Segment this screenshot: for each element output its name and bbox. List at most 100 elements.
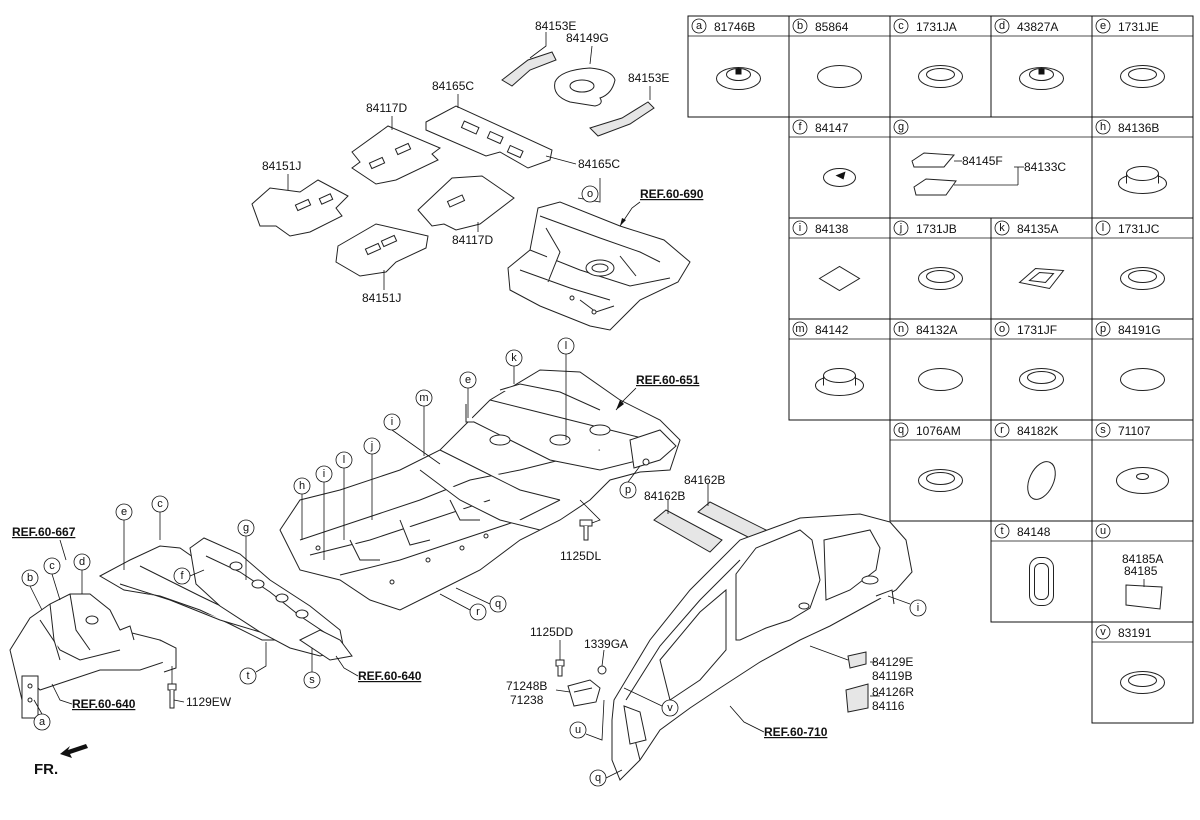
cell-letter-circle	[792, 321, 808, 337]
pad-84151j-bottom	[335, 223, 429, 277]
cell-letter-circle	[1095, 119, 1111, 135]
part-illustration-f	[823, 168, 856, 187]
part-illustration-l	[1120, 267, 1165, 290]
upper-pads	[251, 51, 655, 277]
label-84165c: 84165C	[578, 157, 620, 171]
label-1125dl: 1125DL	[560, 549, 601, 563]
part-illustration-q	[918, 469, 963, 492]
side-callouts: i v u q	[569, 595, 927, 787]
svg-text:e: e	[465, 374, 471, 386]
arrow-icon	[616, 400, 624, 410]
part-illustration-n	[918, 368, 963, 391]
cell-part-number: 1076AM	[916, 424, 961, 438]
cell-part-number: 1731JC	[1118, 222, 1160, 236]
cell-letter-circle	[1095, 321, 1111, 337]
cell-part-number: 84135A	[1017, 222, 1058, 236]
front-callouts: b c d a	[21, 553, 91, 731]
ref-60-710: REF.60-710	[764, 725, 828, 739]
part-illustration-m	[815, 368, 864, 396]
label-84129e: 84129E	[872, 655, 913, 669]
cell-letter-circle	[893, 18, 909, 34]
part-illustration-d	[1019, 67, 1064, 90]
cell-part-number: 83191	[1118, 626, 1152, 640]
cell-part-number: 1731JA	[916, 20, 957, 34]
label-71248b: 71248B	[506, 679, 547, 693]
svg-text:q: q	[595, 772, 601, 784]
svg-text:i: i	[391, 416, 393, 428]
leader	[335, 655, 359, 677]
side-body-panel	[611, 513, 913, 781]
cell-part-number: 84142	[815, 323, 849, 337]
label-84133c: 84133C	[1024, 160, 1066, 174]
label-84117d: 84117D	[366, 101, 407, 115]
cell-border	[788, 116, 891, 219]
part-illustration-r	[1027, 461, 1056, 500]
cell-letter-circle	[1095, 523, 1111, 539]
label-1125dd: 1125DD	[530, 625, 573, 639]
cell-letter-circle	[792, 220, 808, 236]
pad-84151j-slot	[364, 242, 382, 256]
pad-84117d-bottom	[417, 175, 515, 231]
dash-panels	[98, 537, 353, 661]
part-illustration-a	[716, 67, 761, 90]
svg-text:t: t	[246, 670, 249, 682]
svg-text:i: i	[323, 468, 325, 480]
label-84149g: 84149G	[566, 31, 609, 45]
label-84185a: 84185A	[1122, 552, 1163, 566]
cell-part-number: 1731JF	[1017, 323, 1057, 337]
svg-text:u: u	[575, 724, 581, 736]
cell-letter-circle	[994, 220, 1010, 236]
label-71238: 71238	[510, 693, 544, 707]
pad-84151j-slot	[380, 234, 398, 248]
pad-84151j-slot	[318, 193, 334, 205]
cell-letter: d	[999, 20, 1005, 32]
part-illustration-v	[1120, 671, 1165, 694]
cell-letter: f	[798, 121, 802, 133]
label-84165c: 84165C	[432, 79, 474, 93]
part-illustration-s	[1116, 467, 1169, 494]
cell-part-number: 81746B	[714, 20, 755, 34]
part-illustration-o	[1019, 368, 1064, 391]
ref-60-640: REF.60-640	[358, 669, 422, 683]
cell-letter: e	[1100, 20, 1106, 32]
cell-letter: r	[1000, 424, 1004, 436]
pad-84153e-right	[589, 101, 655, 137]
cell-part-number: 84138	[815, 222, 849, 236]
cell-letter-circle	[994, 422, 1010, 438]
svg-text:m: m	[419, 392, 428, 404]
label-84126r: 84126R	[872, 685, 914, 699]
ref-60-640: REF.60-640	[72, 697, 136, 711]
part-illustration-h	[1118, 166, 1167, 194]
pad-84117d-slot	[394, 142, 412, 156]
cell-part-number: 85864	[815, 20, 849, 34]
svg-text:i: i	[917, 602, 919, 614]
svg-text:r: r	[476, 606, 480, 618]
bolt-1129ew	[167, 666, 185, 709]
label-84153e: 84153E	[628, 71, 669, 85]
pad-84117d-slot	[368, 156, 386, 170]
cell-part-number: 84182K	[1017, 424, 1058, 438]
label-84151j: 84151J	[262, 159, 301, 173]
cell-letter: o	[999, 323, 1005, 335]
pad-84153e-top	[501, 51, 557, 87]
floor-callouts: k l e m i j l i h p q r	[293, 337, 641, 621]
pad-84165c-slot	[506, 144, 524, 159]
part-illustration-j	[918, 267, 963, 290]
rear-floor-panel	[507, 201, 691, 331]
svg-text:o: o	[587, 188, 593, 200]
svg-text:c: c	[49, 560, 55, 572]
label-84185: 84185	[1124, 564, 1158, 578]
cell-letter-circle	[994, 18, 1010, 34]
